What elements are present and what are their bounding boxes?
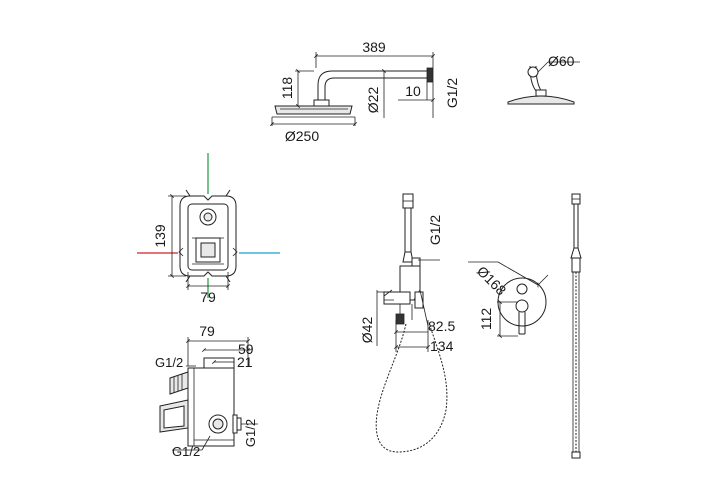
dim-134: 134 — [430, 338, 454, 354]
top-inlet-stub — [169, 371, 189, 395]
dim-joint-diameter: Ø60 — [548, 53, 575, 69]
arm-top-line — [317, 70, 427, 102]
dim-valve-width: 79 — [200, 289, 216, 305]
shower-arm-drawing: 389 118 Ø22 10 G1/2 Ø250 — [270, 39, 460, 144]
dim-arm-height: 118 — [279, 77, 295, 100]
profile-handle — [573, 203, 579, 249]
dim-side-depth-small: 21 — [237, 354, 253, 370]
ball-joint — [313, 99, 330, 107]
hand-shower-profile — [570, 193, 582, 459]
thread-right-label: G1/2 — [243, 419, 258, 447]
lever-hub — [515, 299, 529, 313]
dim-arm-length: 389 — [362, 39, 386, 55]
ball-joint-circle — [527, 66, 539, 78]
diverter-knob — [516, 283, 528, 295]
hose-outlet — [411, 257, 421, 267]
hand-thread-label: G1/2 — [427, 215, 443, 246]
dim-pipe-diameter: Ø22 — [365, 87, 381, 114]
dim-side-depth-mid: 59 — [238, 341, 254, 357]
valve-side-view: 79 59 21 G1/2 G1/2 G1/2 — [155, 323, 258, 459]
valve-front-view: 139 79 — [137, 153, 280, 305]
dim-wall-offset: 10 — [405, 83, 421, 99]
thread-bottom-label: G1/2 — [172, 444, 200, 459]
shower-head-side — [274, 105, 353, 115]
valve-side-body — [187, 367, 235, 447]
dim-valve-height: 139 — [152, 224, 168, 248]
dim-bracket-diameter: Ø42 — [359, 317, 375, 344]
faceplate-view: Ø168 112 — [468, 261, 549, 338]
hand-shower-set: G1/2 Ø42 82.5 134 — [359, 193, 455, 453]
arm-bottom-line — [324, 77, 427, 102]
bracket-base — [383, 291, 411, 305]
head-dome — [507, 95, 575, 105]
dim-head-diameter: Ø250 — [285, 128, 319, 144]
dim-82-5: 82.5 — [428, 318, 455, 334]
hose — [375, 323, 448, 453]
arm-thread-label: G1/2 — [444, 78, 460, 109]
hand-shower-handle — [404, 207, 412, 253]
dim-side-depth-total: 79 — [199, 323, 215, 339]
thread-top-label: G1/2 — [155, 355, 183, 370]
wall-flange — [426, 67, 434, 83]
head-side-view: Ø60 — [507, 53, 580, 105]
dim-plate-offset: 112 — [478, 308, 494, 331]
